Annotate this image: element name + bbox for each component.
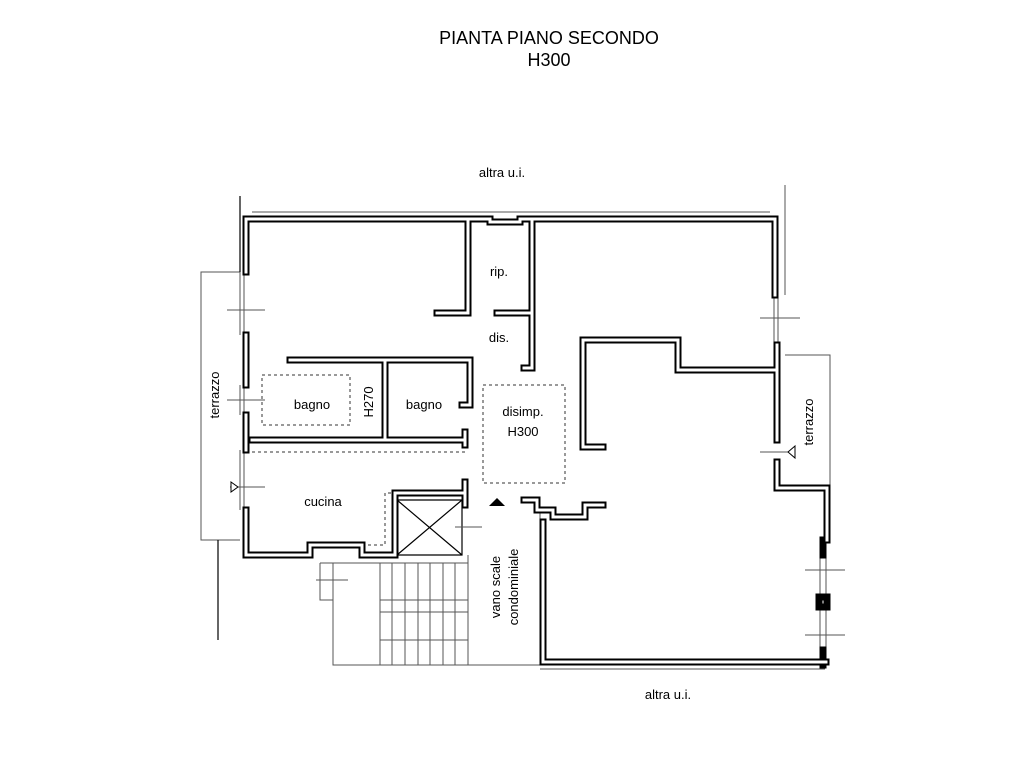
room-label-bagno-2: bagno bbox=[406, 397, 442, 412]
room-label-bagno-1: bagno bbox=[294, 397, 330, 412]
terrazzo-left-label: terrazzo bbox=[207, 372, 222, 419]
plan-title: PIANTA PIANO SECONDO bbox=[439, 28, 659, 48]
walls bbox=[242, 215, 831, 669]
plan-height: H300 bbox=[527, 50, 571, 70]
stairwell bbox=[319, 499, 541, 666]
door-arrow-right-icon bbox=[787, 444, 796, 460]
stairwell-label-line2: condominiale bbox=[506, 549, 521, 626]
stairwell-label-line1: vano scale bbox=[488, 556, 503, 618]
entrance-arrow-icon bbox=[489, 498, 505, 506]
room-label-cucina: cucina bbox=[304, 494, 342, 509]
neighbor-label-bottom: altra u.i. bbox=[645, 687, 691, 702]
disimp-height: H300 bbox=[507, 424, 538, 439]
room-label-disimp: disimp. bbox=[502, 404, 543, 419]
terrazzo-right-label: terrazzo bbox=[801, 399, 816, 446]
bagno-1-height: H270 bbox=[361, 386, 376, 417]
room-label-rip: rip. bbox=[490, 264, 508, 279]
dashed-outlines bbox=[252, 374, 566, 546]
thin-lines bbox=[200, 185, 845, 670]
door-arrow-left-icon bbox=[230, 481, 239, 493]
room-label-dis: dis. bbox=[489, 330, 509, 345]
neighbor-label-top: altra u.i. bbox=[479, 165, 525, 180]
